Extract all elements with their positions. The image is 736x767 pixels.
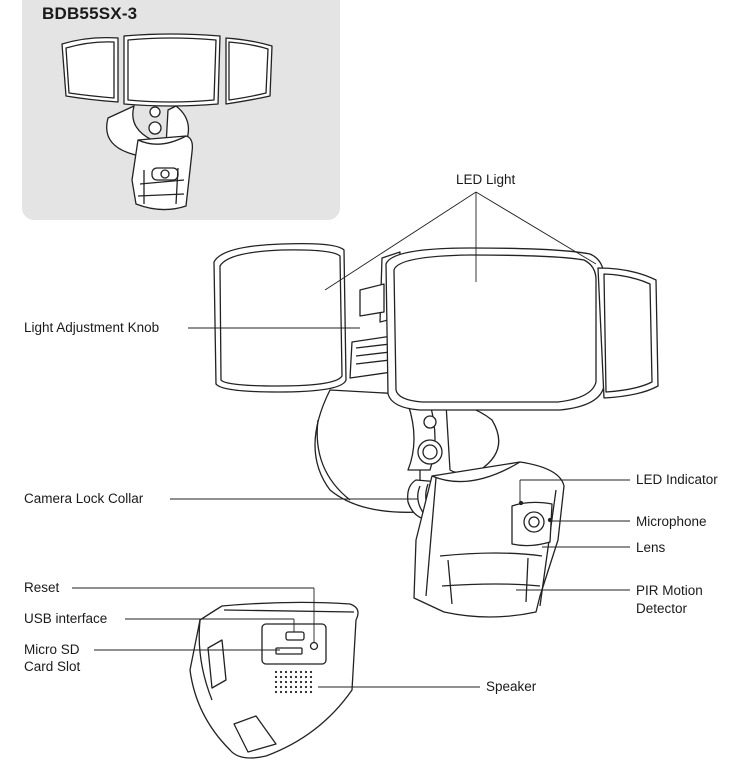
- camera-lock-collar-label: Camera Lock Collar: [24, 491, 144, 506]
- speaker-hole: [304, 670, 308, 674]
- led-light-label: LED Light: [456, 172, 516, 187]
- speaker-grille: [274, 670, 313, 694]
- speaker-hole: [304, 680, 308, 684]
- microphone-label: Microphone: [636, 514, 707, 529]
- micro-sd-label-line1: Micro SD: [24, 642, 80, 657]
- speaker-hole: [274, 670, 278, 674]
- speaker-hole: [279, 690, 283, 694]
- speaker-hole: [299, 685, 303, 689]
- speaker-hole: [294, 690, 298, 694]
- leader-lines: [72, 191, 630, 688]
- speaker-hole: [309, 680, 313, 684]
- inset-thumbnail-illustration: [61, 33, 273, 211]
- speaker-hole: [299, 690, 303, 694]
- pir-motion-detector-label-line1: PIR Motion: [636, 583, 703, 598]
- speaker-hole: [284, 675, 288, 679]
- speaker-hole: [289, 675, 293, 679]
- speaker-hole: [299, 675, 303, 679]
- model-name: BDB55SX-3: [42, 4, 138, 23]
- pir-motion-detector-label-line2: Detector: [636, 601, 688, 616]
- speaker-hole: [294, 670, 298, 674]
- speaker-hole: [279, 685, 283, 689]
- reset-label: Reset: [24, 580, 60, 595]
- speaker-hole: [294, 680, 298, 684]
- speaker-hole: [284, 670, 288, 674]
- speaker-hole: [289, 680, 293, 684]
- speaker-hole: [279, 670, 283, 674]
- speaker-hole: [309, 675, 313, 679]
- speaker-hole: [304, 690, 308, 694]
- speaker-hole: [304, 685, 308, 689]
- usb-interface-label: USB interface: [24, 611, 108, 626]
- speaker-hole: [309, 670, 313, 674]
- speaker-hole: [284, 685, 288, 689]
- led-indicator-label: LED Indicator: [636, 472, 718, 487]
- speaker-hole: [289, 670, 293, 674]
- speaker-hole: [284, 680, 288, 684]
- speaker-hole: [274, 690, 278, 694]
- speaker-hole: [299, 670, 303, 674]
- speaker-hole: [309, 690, 313, 694]
- speaker-hole: [284, 690, 288, 694]
- speaker-hole: [279, 675, 283, 679]
- speaker-hole: [289, 685, 293, 689]
- speaker-hole: [309, 685, 313, 689]
- speaker-hole: [279, 680, 283, 684]
- speaker-hole: [274, 685, 278, 689]
- micro-sd-label-line2: Card Slot: [24, 659, 81, 674]
- speaker-hole: [294, 685, 298, 689]
- speaker-hole: [289, 690, 293, 694]
- speaker-hole: [304, 675, 308, 679]
- main-fixture-illustration: [189, 242, 659, 759]
- speaker-hole: [294, 675, 298, 679]
- speaker-hole: [274, 680, 278, 684]
- speaker-hole: [274, 675, 278, 679]
- speaker-hole: [299, 680, 303, 684]
- speaker-label: Speaker: [486, 679, 537, 694]
- light-adjustment-knob-label: Light Adjustment Knob: [24, 320, 160, 335]
- lens-label: Lens: [636, 540, 666, 555]
